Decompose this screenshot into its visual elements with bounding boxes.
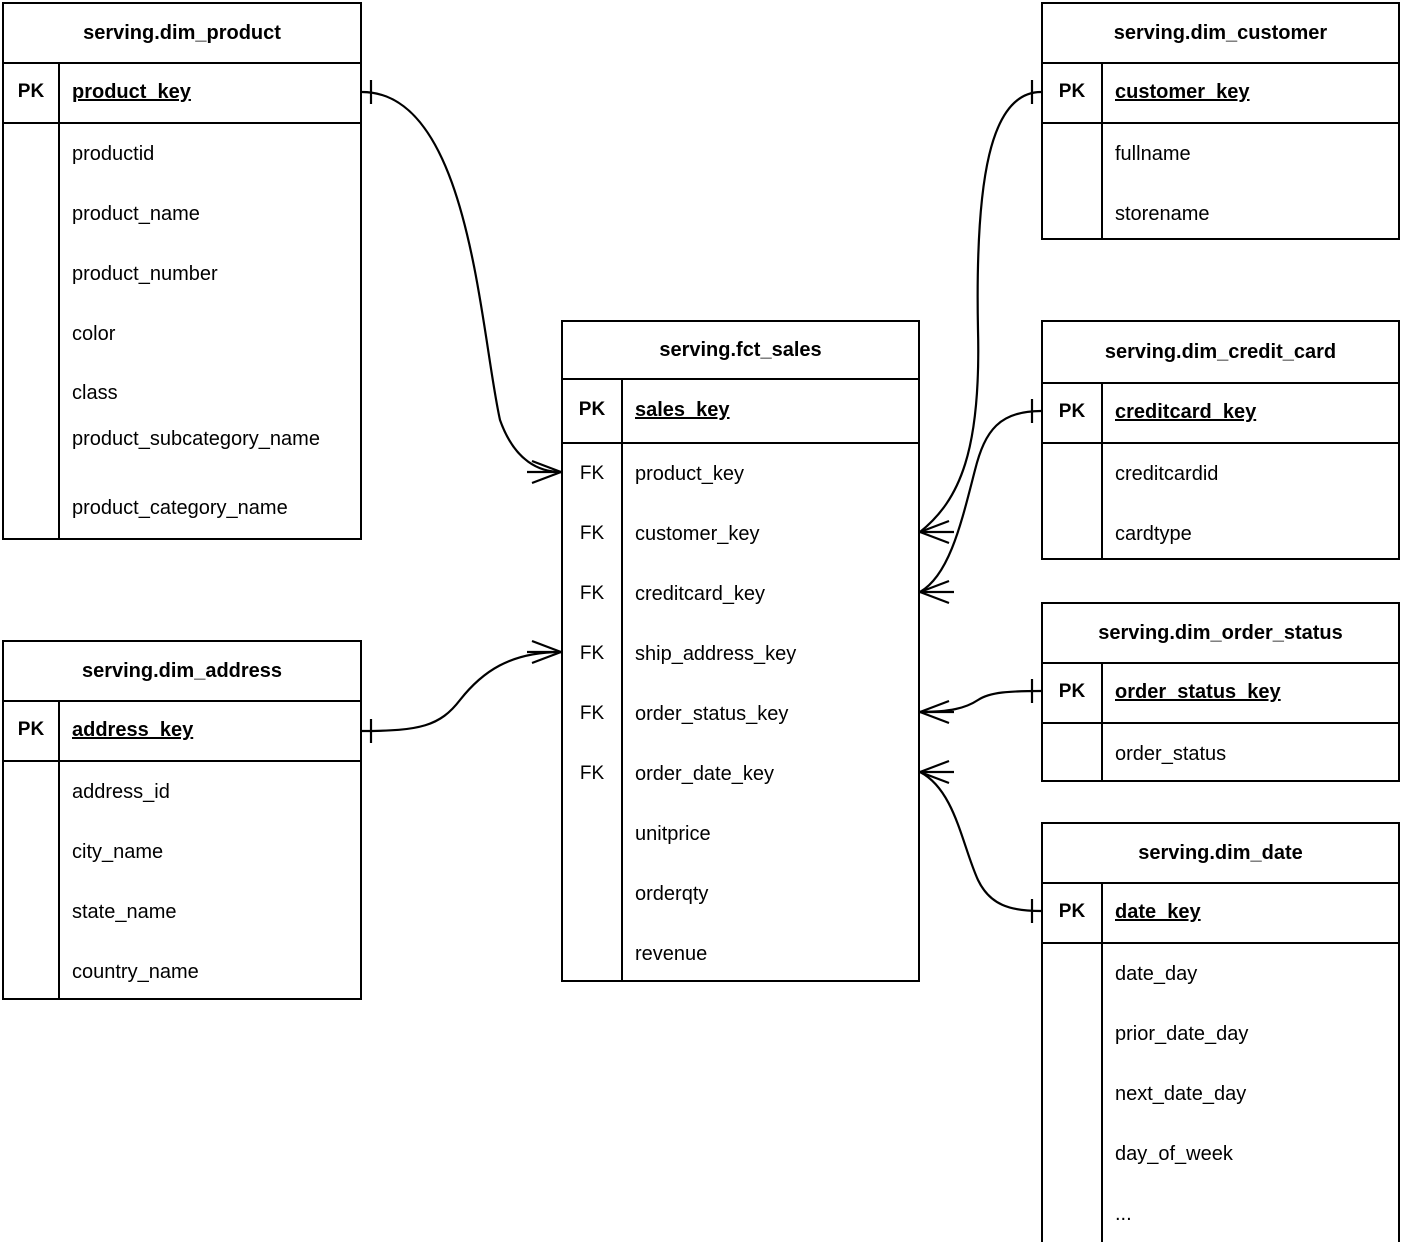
fk-field-fct-sales-0: product_key bbox=[635, 462, 744, 485]
crowsfoot-creditcard-upper bbox=[919, 579, 950, 594]
body-fct-sales: FK FK FK FK FK FK product_key customer_k… bbox=[563, 444, 918, 980]
field-dim-address-2: state_name bbox=[72, 900, 177, 923]
field-dim-credit-card-0: creditcardid bbox=[1115, 462, 1219, 485]
fk-badge-fct-sales-0: FK bbox=[579, 463, 605, 484]
relationship-creditcard-to-sales bbox=[919, 399, 1042, 605]
pk-row-dim-address: PK address_key bbox=[4, 702, 360, 762]
body-dim-address: address_id city_name state_name country_… bbox=[4, 762, 360, 998]
entity-dim-address[interactable]: serving.dim_address PK address_key addre… bbox=[2, 640, 362, 1000]
entity-dim-customer[interactable]: serving.dim_customer PK customer_key ful… bbox=[1041, 2, 1400, 240]
entity-title-dim-credit-card: serving.dim_credit_card bbox=[1043, 322, 1398, 384]
crowsfoot-customer-upper bbox=[919, 519, 950, 534]
fk-field-fct-sales-4: order_status_key bbox=[635, 702, 789, 725]
entity-title-dim-date: serving.dim_date bbox=[1043, 824, 1398, 884]
crowsfoot-address-upper bbox=[531, 639, 562, 654]
entity-dim-date[interactable]: serving.dim_date PK date_key date_day pr… bbox=[1041, 822, 1400, 1242]
fk-badge-fct-sales-1: FK bbox=[579, 523, 605, 544]
entity-title-dim-product: serving.dim_product bbox=[4, 4, 360, 64]
pk-row-dim-date: PK date_key bbox=[1043, 884, 1398, 944]
fk-field-fct-sales-5: order_date_key bbox=[635, 762, 774, 785]
field-fct-sales-orderqty: orderqty bbox=[635, 882, 709, 905]
field-dim-product-2: product_number bbox=[72, 262, 218, 285]
entity-dim-product[interactable]: serving.dim_product PK product_key produ… bbox=[2, 2, 362, 540]
fk-field-fct-sales-1: customer_key bbox=[635, 522, 760, 545]
field-dim-customer-1: storename bbox=[1115, 202, 1210, 225]
pk-badge-fct-sales: PK bbox=[578, 399, 606, 420]
relationship-customer-to-sales bbox=[919, 80, 1042, 545]
field-fct-sales-unitprice: unitprice bbox=[635, 822, 711, 845]
pk-row-dim-order-status: PK order_status_key bbox=[1043, 664, 1398, 724]
entity-title-dim-order-status: serving.dim_order_status bbox=[1043, 604, 1398, 664]
pk-row-dim-customer: PK customer_key bbox=[1043, 64, 1398, 124]
field-dim-product-6: product_category_name bbox=[72, 496, 288, 519]
crowsfoot-address-lower bbox=[531, 650, 562, 665]
field-dim-date-0: date_day bbox=[1115, 962, 1198, 985]
relationship-address-to-sales bbox=[361, 639, 562, 743]
crowsfoot-orderstatus-upper bbox=[919, 699, 950, 714]
relationship-product-to-sales bbox=[361, 80, 562, 485]
pk-field-dim-customer: customer_key bbox=[1115, 80, 1250, 103]
fk-field-fct-sales-2: creditcard_key bbox=[635, 582, 766, 605]
field-dim-product-3: color bbox=[72, 322, 116, 345]
pk-badge-dim-date: PK bbox=[1058, 901, 1086, 922]
field-dim-date-1: prior_date_day bbox=[1115, 1022, 1249, 1045]
pk-badge-dim-order-status: PK bbox=[1058, 681, 1086, 702]
field-dim-product-0: productid bbox=[72, 142, 155, 165]
field-dim-order-status-0: order_status bbox=[1115, 742, 1227, 765]
crowsfoot-orderstatus-lower bbox=[919, 710, 950, 725]
field-fct-sales-revenue: revenue bbox=[635, 942, 708, 965]
crowsfoot-creditcard-lower bbox=[919, 590, 950, 605]
crowsfoot-product-lower bbox=[531, 470, 562, 485]
field-dim-product-5: product_subcategory_name bbox=[72, 428, 320, 450]
crowsfoot-date-upper bbox=[919, 759, 950, 774]
field-dim-address-0: address_id bbox=[72, 780, 170, 803]
pk-field-dim-address: address_key bbox=[72, 718, 194, 741]
field-dim-date-2: next_date_day bbox=[1115, 1082, 1247, 1105]
field-dim-customer-0: fullname bbox=[1115, 142, 1191, 165]
fk-badge-fct-sales-5: FK bbox=[579, 763, 605, 784]
body-dim-date: date_day prior_date_day next_date_day da… bbox=[1043, 944, 1398, 1242]
pk-field-dim-date: date_key bbox=[1115, 900, 1201, 923]
entity-title-fct-sales: serving.fct_sales bbox=[563, 322, 918, 380]
entity-fct-sales[interactable]: serving.fct_sales PK sales_key FK FK FK … bbox=[561, 320, 920, 982]
pk-badge-dim-product: PK bbox=[17, 81, 45, 102]
field-dim-address-1: city_name bbox=[72, 840, 164, 863]
field-dim-date-4: ... bbox=[1115, 1202, 1132, 1225]
pk-row-dim-credit-card: PK creditcard_key bbox=[1043, 384, 1398, 444]
pk-badge-dim-customer: PK bbox=[1058, 81, 1086, 102]
entity-dim-order-status[interactable]: serving.dim_order_status PK order_status… bbox=[1041, 602, 1400, 782]
body-dim-product: productid product_name product_number co… bbox=[4, 124, 360, 538]
pk-row-fct-sales: PK sales_key bbox=[563, 380, 918, 444]
body-dim-order-status: order_status bbox=[1043, 724, 1398, 780]
pk-row-dim-product: PK product_key bbox=[4, 64, 360, 124]
pk-badge-dim-credit-card: PK bbox=[1058, 401, 1086, 422]
field-dim-product-1: product_name bbox=[72, 202, 200, 225]
relationship-date-to-sales bbox=[919, 759, 1042, 923]
fk-badge-fct-sales-4: FK bbox=[579, 703, 605, 724]
field-dim-product-4: class bbox=[72, 381, 118, 404]
entity-title-dim-address: serving.dim_address bbox=[4, 642, 360, 702]
entity-dim-credit-card[interactable]: serving.dim_credit_card PK creditcard_ke… bbox=[1041, 320, 1400, 560]
pk-field-dim-product: product_key bbox=[72, 80, 191, 103]
relationship-orderstatus-to-sales bbox=[919, 679, 1042, 725]
pk-field-fct-sales: sales_key bbox=[635, 398, 730, 421]
crowsfoot-customer-lower bbox=[919, 530, 950, 545]
field-dim-address-3: country_name bbox=[72, 960, 199, 983]
fk-field-fct-sales-3: ship_address_key bbox=[635, 642, 797, 665]
pk-field-dim-credit-card: creditcard_key bbox=[1115, 400, 1257, 423]
field-dim-credit-card-1: cardtype bbox=[1115, 522, 1192, 545]
pk-field-dim-order-status: order_status_key bbox=[1115, 680, 1281, 703]
crowsfoot-date-lower bbox=[919, 770, 950, 785]
fk-badge-fct-sales-2: FK bbox=[579, 583, 605, 604]
body-dim-credit-card: creditcardid cardtype bbox=[1043, 444, 1398, 558]
fk-badge-fct-sales-3: FK bbox=[579, 643, 605, 664]
field-dim-date-3: day_of_week bbox=[1115, 1142, 1233, 1165]
entity-title-dim-customer: serving.dim_customer bbox=[1043, 4, 1398, 64]
crowsfoot-product-upper bbox=[531, 459, 562, 474]
pk-badge-dim-address: PK bbox=[17, 719, 45, 740]
body-dim-customer: fullname storename bbox=[1043, 124, 1398, 238]
